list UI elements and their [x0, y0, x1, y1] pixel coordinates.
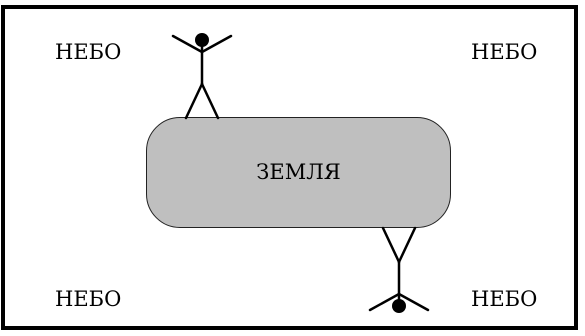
stick-figure-bottom-arm-left — [368, 292, 401, 312]
stick-figure-top — [171, 33, 233, 120]
sky-label-top-left: НЕБО — [55, 40, 122, 64]
stick-figure-top-leg-left — [184, 82, 204, 120]
stick-figure-bottom-head — [392, 299, 406, 313]
stick-figure-bottom-arm-right — [397, 292, 430, 312]
earth-label: ЗЕМЛЯ — [256, 160, 341, 184]
stick-figure-top-arm-right — [200, 34, 233, 54]
stick-figure-bottom-leg-right — [397, 226, 417, 264]
stick-figure-top-leg-right — [200, 82, 220, 120]
diagram-frame — [1, 5, 578, 330]
stick-figure-top-arm-left — [171, 34, 204, 54]
sky-label-bottom-right: НЕБО — [471, 287, 538, 311]
sky-label-bottom-left: НЕБО — [55, 287, 122, 311]
stick-figure-bottom — [368, 226, 430, 313]
earth-shape — [146, 117, 451, 228]
stick-figure-top-head — [195, 33, 209, 47]
sky-label-top-right: НЕБО — [471, 40, 538, 64]
stick-figure-bottom-leg-left — [381, 226, 401, 264]
